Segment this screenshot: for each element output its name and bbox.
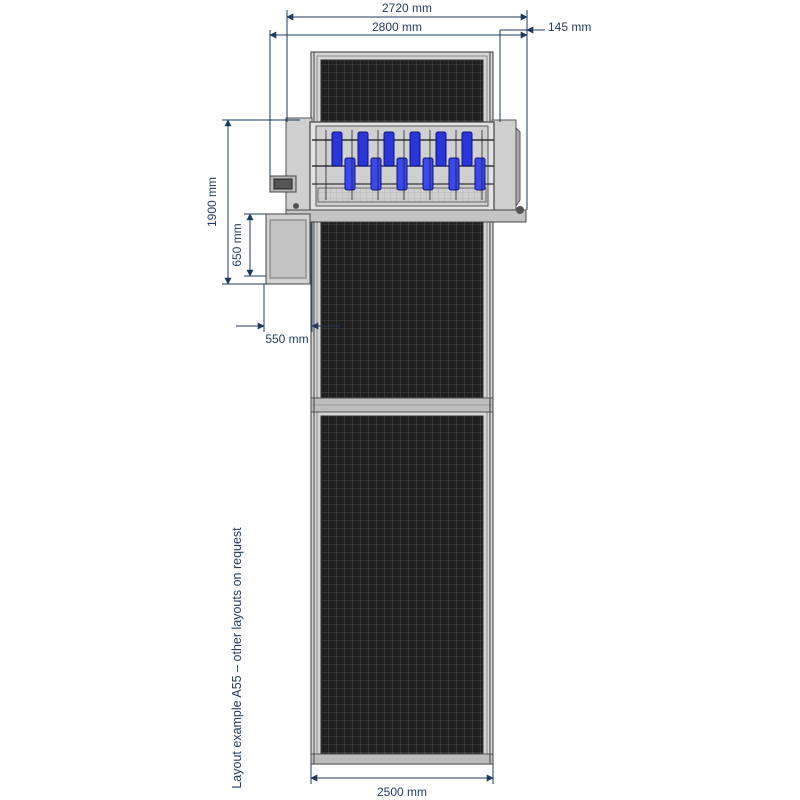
dim-frame-width-label: 2800 mm — [372, 20, 422, 34]
control-panel — [269, 175, 297, 193]
electrical-cabinet — [265, 213, 311, 285]
upper-belt — [320, 59, 484, 131]
dimension-lines — [222, 10, 545, 784]
base-beam — [285, 209, 527, 223]
dim-top-width-label: 2720 mm — [382, 1, 432, 15]
blue-heads-lower — [344, 157, 486, 191]
dim-cabinet-depth-label: 650 mm — [230, 223, 244, 266]
layout-caption: Layout example A55 – other layouts on re… — [230, 527, 244, 789]
dim-machine-depth-label: 1900 mm — [205, 177, 219, 227]
lower-belt — [320, 415, 484, 755]
dim-conveyor-width-label: 2500 mm — [377, 785, 427, 799]
middle-belt — [320, 221, 484, 399]
dim-side-offset-label: 145 mm — [548, 20, 591, 34]
machine-unit — [285, 117, 527, 223]
dim-cabinet-offset-label: 550 mm — [265, 332, 308, 346]
blue-heads-upper — [331, 131, 473, 167]
